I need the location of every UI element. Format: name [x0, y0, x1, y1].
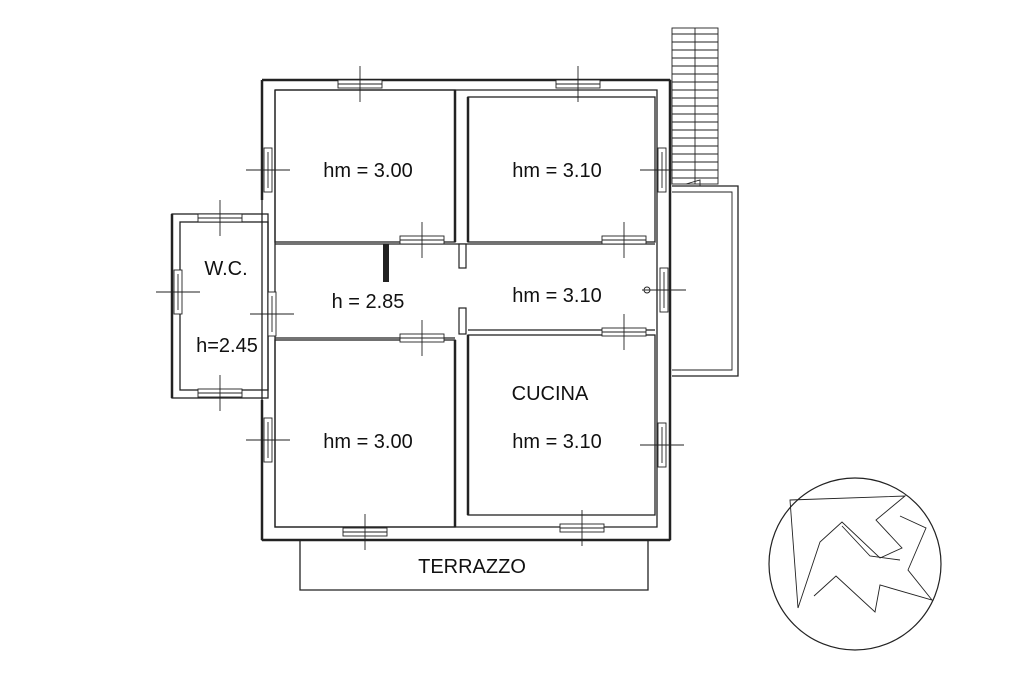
- window-opening: [250, 291, 294, 337]
- label-bedroom-bottom-left: hm = 3.00: [323, 431, 413, 453]
- window-marks: [156, 66, 686, 550]
- window-opening: [246, 147, 290, 193]
- staircase: [671, 27, 719, 186]
- window-opening: [337, 66, 383, 102]
- label-bedroom-top-left: hm = 3.00: [323, 160, 413, 182]
- window-opening: [642, 267, 686, 313]
- window-opening: [399, 320, 445, 356]
- window-opening: [342, 514, 388, 550]
- window-opening: [555, 66, 601, 102]
- window-opening: [601, 222, 647, 258]
- window-opening: [559, 510, 605, 546]
- window-opening: [640, 422, 684, 468]
- window-opening: [156, 269, 200, 315]
- window-opening: [197, 375, 243, 411]
- side-balcony: [672, 185, 739, 377]
- light-point-icon: [643, 286, 651, 294]
- window-opening: [399, 222, 445, 258]
- label-terrace: TERRAZZO: [418, 556, 526, 578]
- label-wc-height: h=2.45: [196, 335, 258, 357]
- north-arrow-icon: [768, 477, 942, 651]
- label-wc-name: W.C.: [204, 258, 247, 280]
- label-room-middle-right: hm = 3.10: [512, 285, 602, 307]
- label-hallway: h = 2.85: [332, 291, 405, 313]
- wc-annex: [170, 213, 269, 399]
- window-opening: [601, 314, 647, 350]
- window-opening: [197, 200, 243, 236]
- terrace-outline: [299, 540, 649, 591]
- window-opening: [640, 147, 684, 193]
- label-room-top-right: hm = 3.10: [512, 160, 602, 182]
- label-kitchen-height: hm = 3.10: [512, 431, 602, 453]
- interior-walls: [260, 78, 672, 542]
- label-kitchen-name: CUCINA: [512, 383, 589, 405]
- window-opening: [246, 417, 290, 463]
